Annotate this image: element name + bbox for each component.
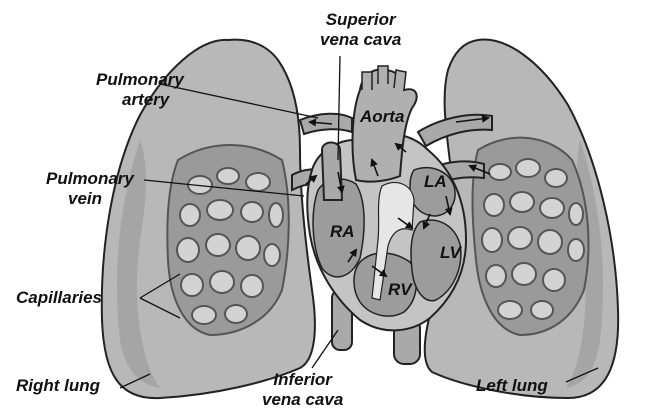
- label-capillaries: Capillaries: [16, 288, 102, 308]
- leader-line: [312, 330, 338, 368]
- label-la: LA: [424, 172, 447, 192]
- label-pulmonary-vein: Pulmonary vein: [46, 169, 134, 209]
- label-rv: RV: [388, 280, 412, 300]
- label-superior-vena-cava: Superior vena cava: [320, 10, 401, 50]
- label-lv: LV: [440, 243, 461, 263]
- left-lung-capillaries: [473, 138, 589, 335]
- superior-vena-cava: [322, 143, 342, 201]
- label-left-lung: Left lung: [476, 376, 548, 396]
- label-aorta: Aorta: [360, 107, 404, 127]
- label-right-lung: Right lung: [16, 376, 100, 396]
- right-lung-capillaries: [167, 145, 288, 335]
- label-ra: RA: [330, 222, 355, 242]
- label-pulmonary-artery: Pulmonary artery: [96, 70, 184, 110]
- label-inferior-vena-cava: Inferior vena cava: [262, 370, 343, 410]
